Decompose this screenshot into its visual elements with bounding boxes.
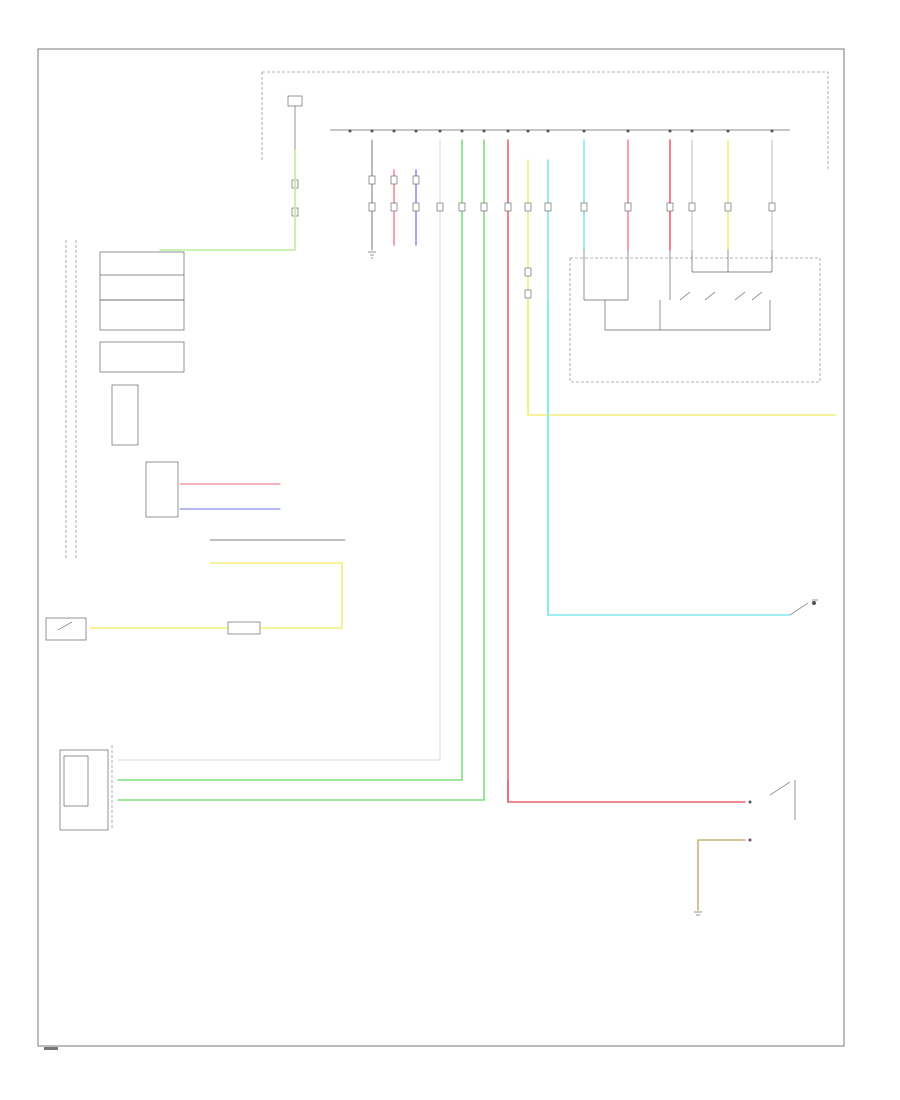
dimmer-switch-contacts — [583, 250, 629, 301]
door-switch — [789, 599, 818, 616]
green-wire-top-left — [159, 149, 296, 251]
yellow-wire-sensor — [89, 562, 343, 629]
ground-symbol-lower — [694, 911, 702, 916]
cyan-wire-door-switch — [547, 299, 791, 616]
lower-right-switch — [748, 780, 796, 842]
ground-symbol-top — [368, 251, 376, 259]
yellow-wire-right — [527, 299, 836, 416]
headlight-switch-contacts — [669, 250, 773, 300]
connector-pins-top — [348, 129, 774, 133]
switch-common-bus — [604, 300, 771, 331]
red-wire-lower — [507, 779, 746, 803]
brake-sensor-switch — [45, 617, 261, 641]
left-module-blocks — [99, 251, 185, 518]
tan-wire-ground — [697, 839, 746, 911]
top-vertical-wires — [371, 139, 773, 803]
light-sensor — [59, 745, 113, 831]
diagram-frame — [37, 48, 845, 1047]
top-module-outline — [262, 71, 829, 170]
inline-connectors — [291, 175, 776, 299]
switch-blades — [679, 291, 763, 301]
page-code-mark — [44, 1047, 58, 1050]
fuse-symbol — [287, 95, 303, 150]
combination-switch-outline — [569, 257, 821, 383]
